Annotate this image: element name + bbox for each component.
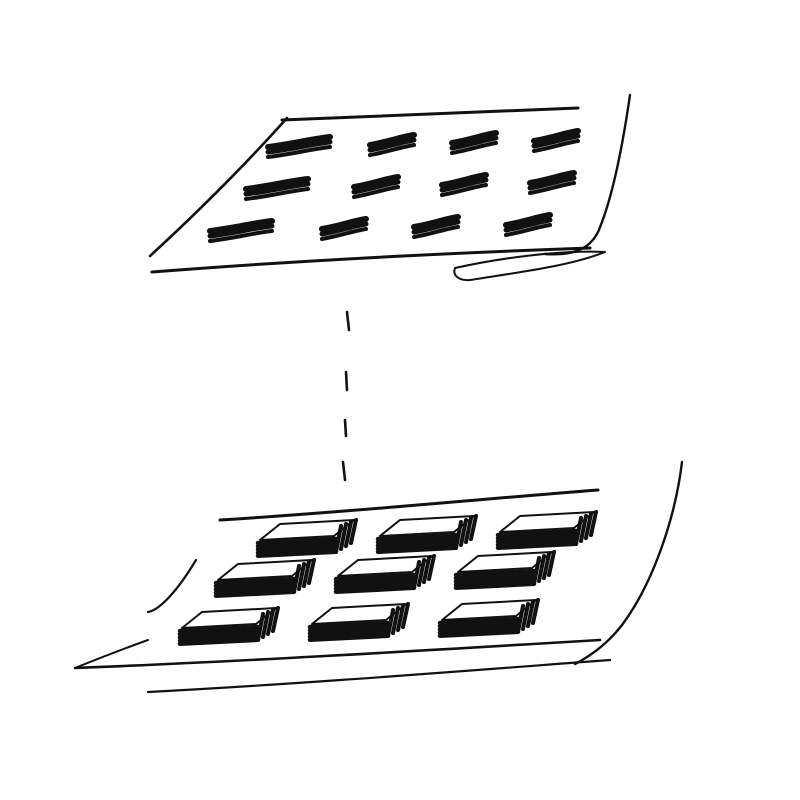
connector-dash xyxy=(345,420,346,436)
connector-dash xyxy=(346,372,347,390)
